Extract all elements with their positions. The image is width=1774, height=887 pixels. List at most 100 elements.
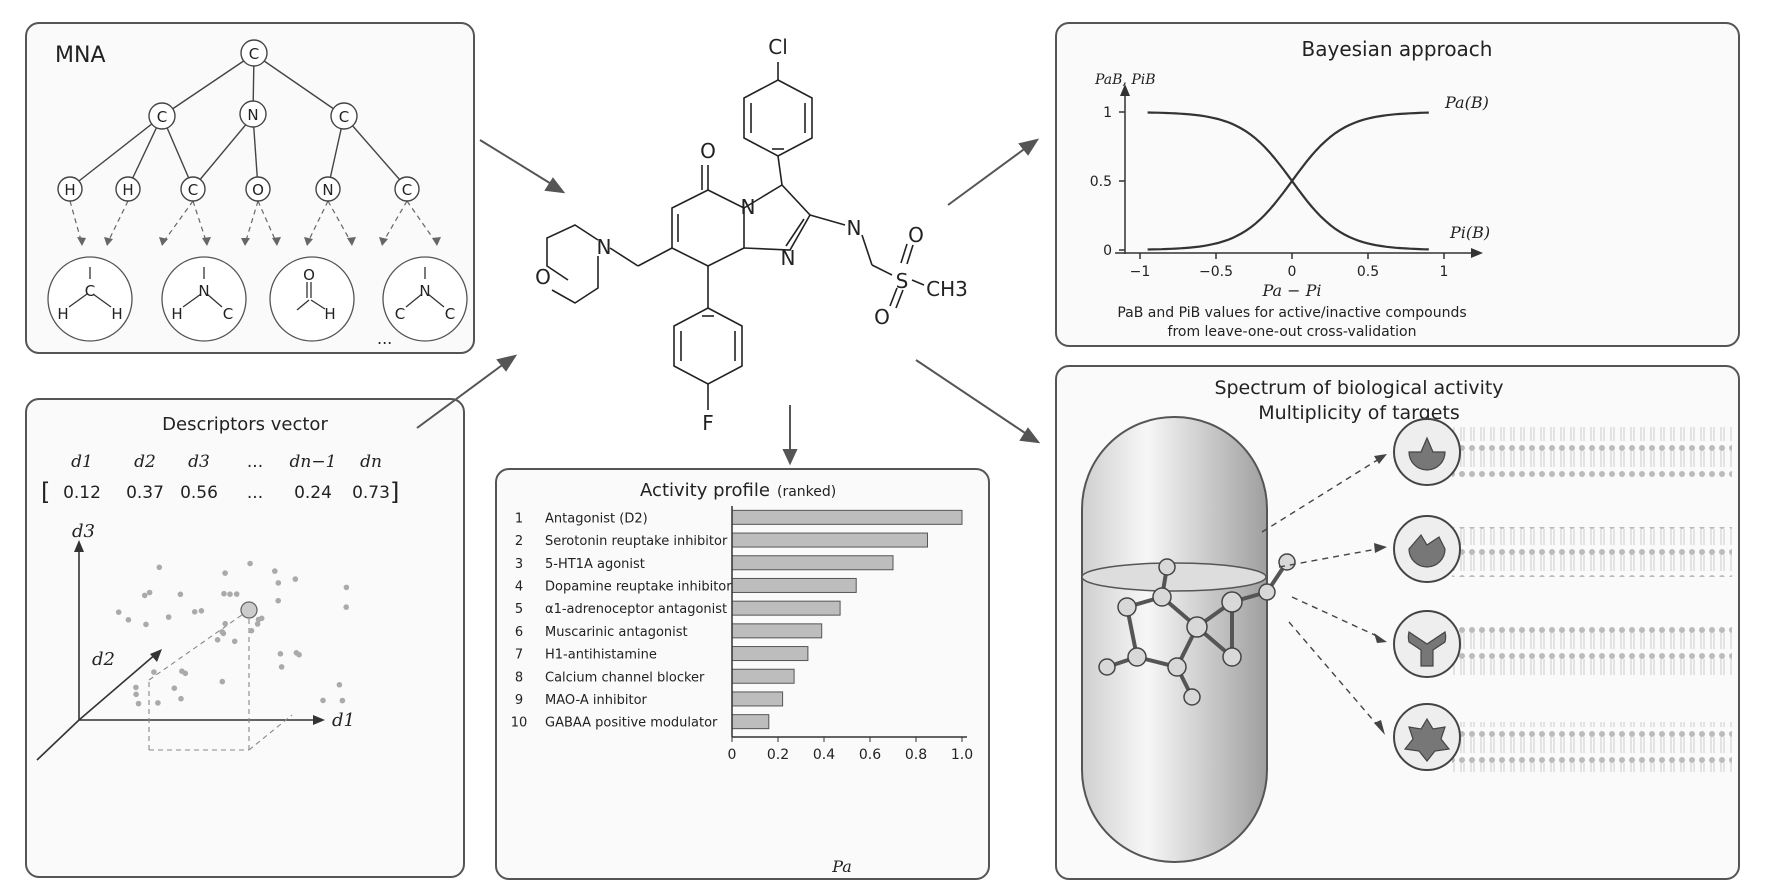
bar-category-label: Dopamine reuptake inhibitor <box>545 579 732 594</box>
mna-l2-atom: H <box>64 181 75 199</box>
descriptor-point <box>115 609 122 615</box>
bayes-caption: from leave-one-out cross-validation <box>1168 324 1417 340</box>
x-tick: 0.5 <box>1357 264 1379 280</box>
descriptor-label: d1 <box>71 452 93 472</box>
bar-rank: 3 <box>515 557 523 572</box>
receptors <box>1393 418 1461 771</box>
fragment-center-atom: C <box>85 282 95 300</box>
activity-bar <box>731 623 823 639</box>
bayesian-chart: Bayesian approach PaB, PiB 0 0.5 1 −1 −0… <box>1090 37 1493 340</box>
activity-bar <box>731 555 894 571</box>
descriptor-point <box>141 592 148 599</box>
descriptor-point <box>135 700 142 707</box>
atom-o-morpholine: O <box>535 265 551 289</box>
fragment-atom: C <box>223 305 233 323</box>
atom-n-imidazole: N <box>781 246 796 270</box>
membrane <box>1452 527 1732 577</box>
atom-cl: Cl <box>768 35 788 59</box>
descriptor-point <box>133 691 139 698</box>
y-tick: 0 <box>1103 243 1112 259</box>
activity-bar <box>731 646 809 662</box>
descriptor-point <box>219 629 225 635</box>
arrow-molecule-to-spectrum <box>915 359 1029 436</box>
descriptor-point <box>133 684 139 691</box>
bar-category-label: Muscarinic antagonist <box>545 625 688 640</box>
fragment-atom: H <box>111 305 122 323</box>
descriptor-point <box>339 697 346 704</box>
fragment-center-atom: O <box>303 266 315 284</box>
chart-title: Activity profile <box>640 480 770 501</box>
chart-subtitle: (ranked) <box>777 484 836 500</box>
x-tick: 0 <box>1288 264 1297 280</box>
bar-category-label: α1-adrenoceptor antagonist <box>545 602 727 617</box>
bayes-title: Bayesian approach <box>1302 37 1493 61</box>
descriptor-point <box>227 591 233 597</box>
bar-rank: 8 <box>515 670 523 685</box>
descriptor-value: 0.12 <box>63 483 101 503</box>
mna-l2-atom: H <box>122 181 133 199</box>
descriptor-label: d2 <box>134 452 156 472</box>
arrow-molecule-to-bayes <box>947 146 1028 206</box>
arrow-head <box>496 354 518 372</box>
curve-pa <box>1147 111 1429 251</box>
descriptor-point <box>171 685 178 691</box>
descriptor-label: dn <box>360 452 382 472</box>
bayes-y-label: PaB, PiB <box>1094 72 1156 88</box>
molecule-structure: Cl O N N N N O S O O CH3 F <box>535 35 968 435</box>
descriptor-point <box>146 589 153 596</box>
bar-rank: 4 <box>515 579 523 594</box>
label-pi-b: Pi(B) <box>1449 223 1490 242</box>
bayes-caption: PaB and PiB values for active/inactive c… <box>1117 305 1466 321</box>
bar-rank: 1 <box>515 511 523 526</box>
spectrum-illustration: Spectrum of biological activity Multipli… <box>1081 377 1732 863</box>
descriptor-point <box>336 682 343 688</box>
receptor-pocket <box>1407 631 1447 667</box>
bar-rank: 6 <box>515 625 523 640</box>
receptor-pocket <box>1408 533 1446 568</box>
descriptor-point <box>156 564 163 571</box>
x-tick-label: 0.6 <box>859 747 881 763</box>
descriptor-point <box>165 614 172 620</box>
descriptor-point <box>254 621 261 627</box>
x-tick: −1 <box>1130 264 1151 280</box>
axis-label-d1: d1 <box>332 710 355 731</box>
descriptor-point <box>221 590 227 597</box>
descriptor-point <box>143 621 149 628</box>
descriptor-point-cloud <box>115 560 350 707</box>
membrane <box>1452 722 1732 772</box>
spectrum-title: Spectrum of biological activity <box>1214 377 1503 399</box>
bar-rank: 9 <box>515 693 523 708</box>
fragment-atom: H <box>324 305 335 323</box>
bar-category-label: Serotonin reuptake inhibitor <box>545 534 728 549</box>
activity-bar <box>731 668 795 684</box>
atom-carbonyl-o: O <box>700 139 716 163</box>
fragment-atom: H <box>171 305 182 323</box>
descriptor-point <box>177 591 184 598</box>
x-tick-label: 1.0 <box>951 747 973 763</box>
fragment-atom: H <box>57 305 68 323</box>
descriptor-value: 0.73 <box>352 483 390 503</box>
mna-l2-atom: N <box>322 181 333 199</box>
descriptor-label: ... <box>247 452 263 472</box>
x-tick: −0.5 <box>1199 264 1233 280</box>
y-tick: 1 <box>1103 105 1112 121</box>
descriptor-value: 0.24 <box>294 483 332 503</box>
activity-profile-chart: Activity profile (ranked) 1 Antagonist (D… <box>511 480 973 876</box>
descriptor-point <box>320 697 326 704</box>
descriptor-label: d3 <box>188 452 210 472</box>
bayesian-panel: Bayesian approach PaB, PiB 0 0.5 1 −1 −0… <box>1055 22 1740 347</box>
descriptor-point <box>233 591 240 597</box>
target-arrows <box>1261 458 1380 728</box>
descriptor-point <box>247 560 253 567</box>
descriptor-point <box>155 700 161 706</box>
bar-category-label: MAO-A inhibitor <box>545 693 648 708</box>
fragment-atom: C <box>445 305 455 323</box>
bar-category-label: Antagonist (D2) <box>545 511 648 526</box>
receptor-pocket <box>1403 717 1451 762</box>
mna-root-atom: C <box>249 45 259 63</box>
axis-label-d2: d2 <box>92 649 115 670</box>
label-pa-b: Pa(B) <box>1444 93 1489 112</box>
atom-ch3: CH3 <box>926 277 968 301</box>
activity-bar <box>731 600 841 616</box>
spectrum-subtitle: Multiplicity of targets <box>1258 402 1460 424</box>
